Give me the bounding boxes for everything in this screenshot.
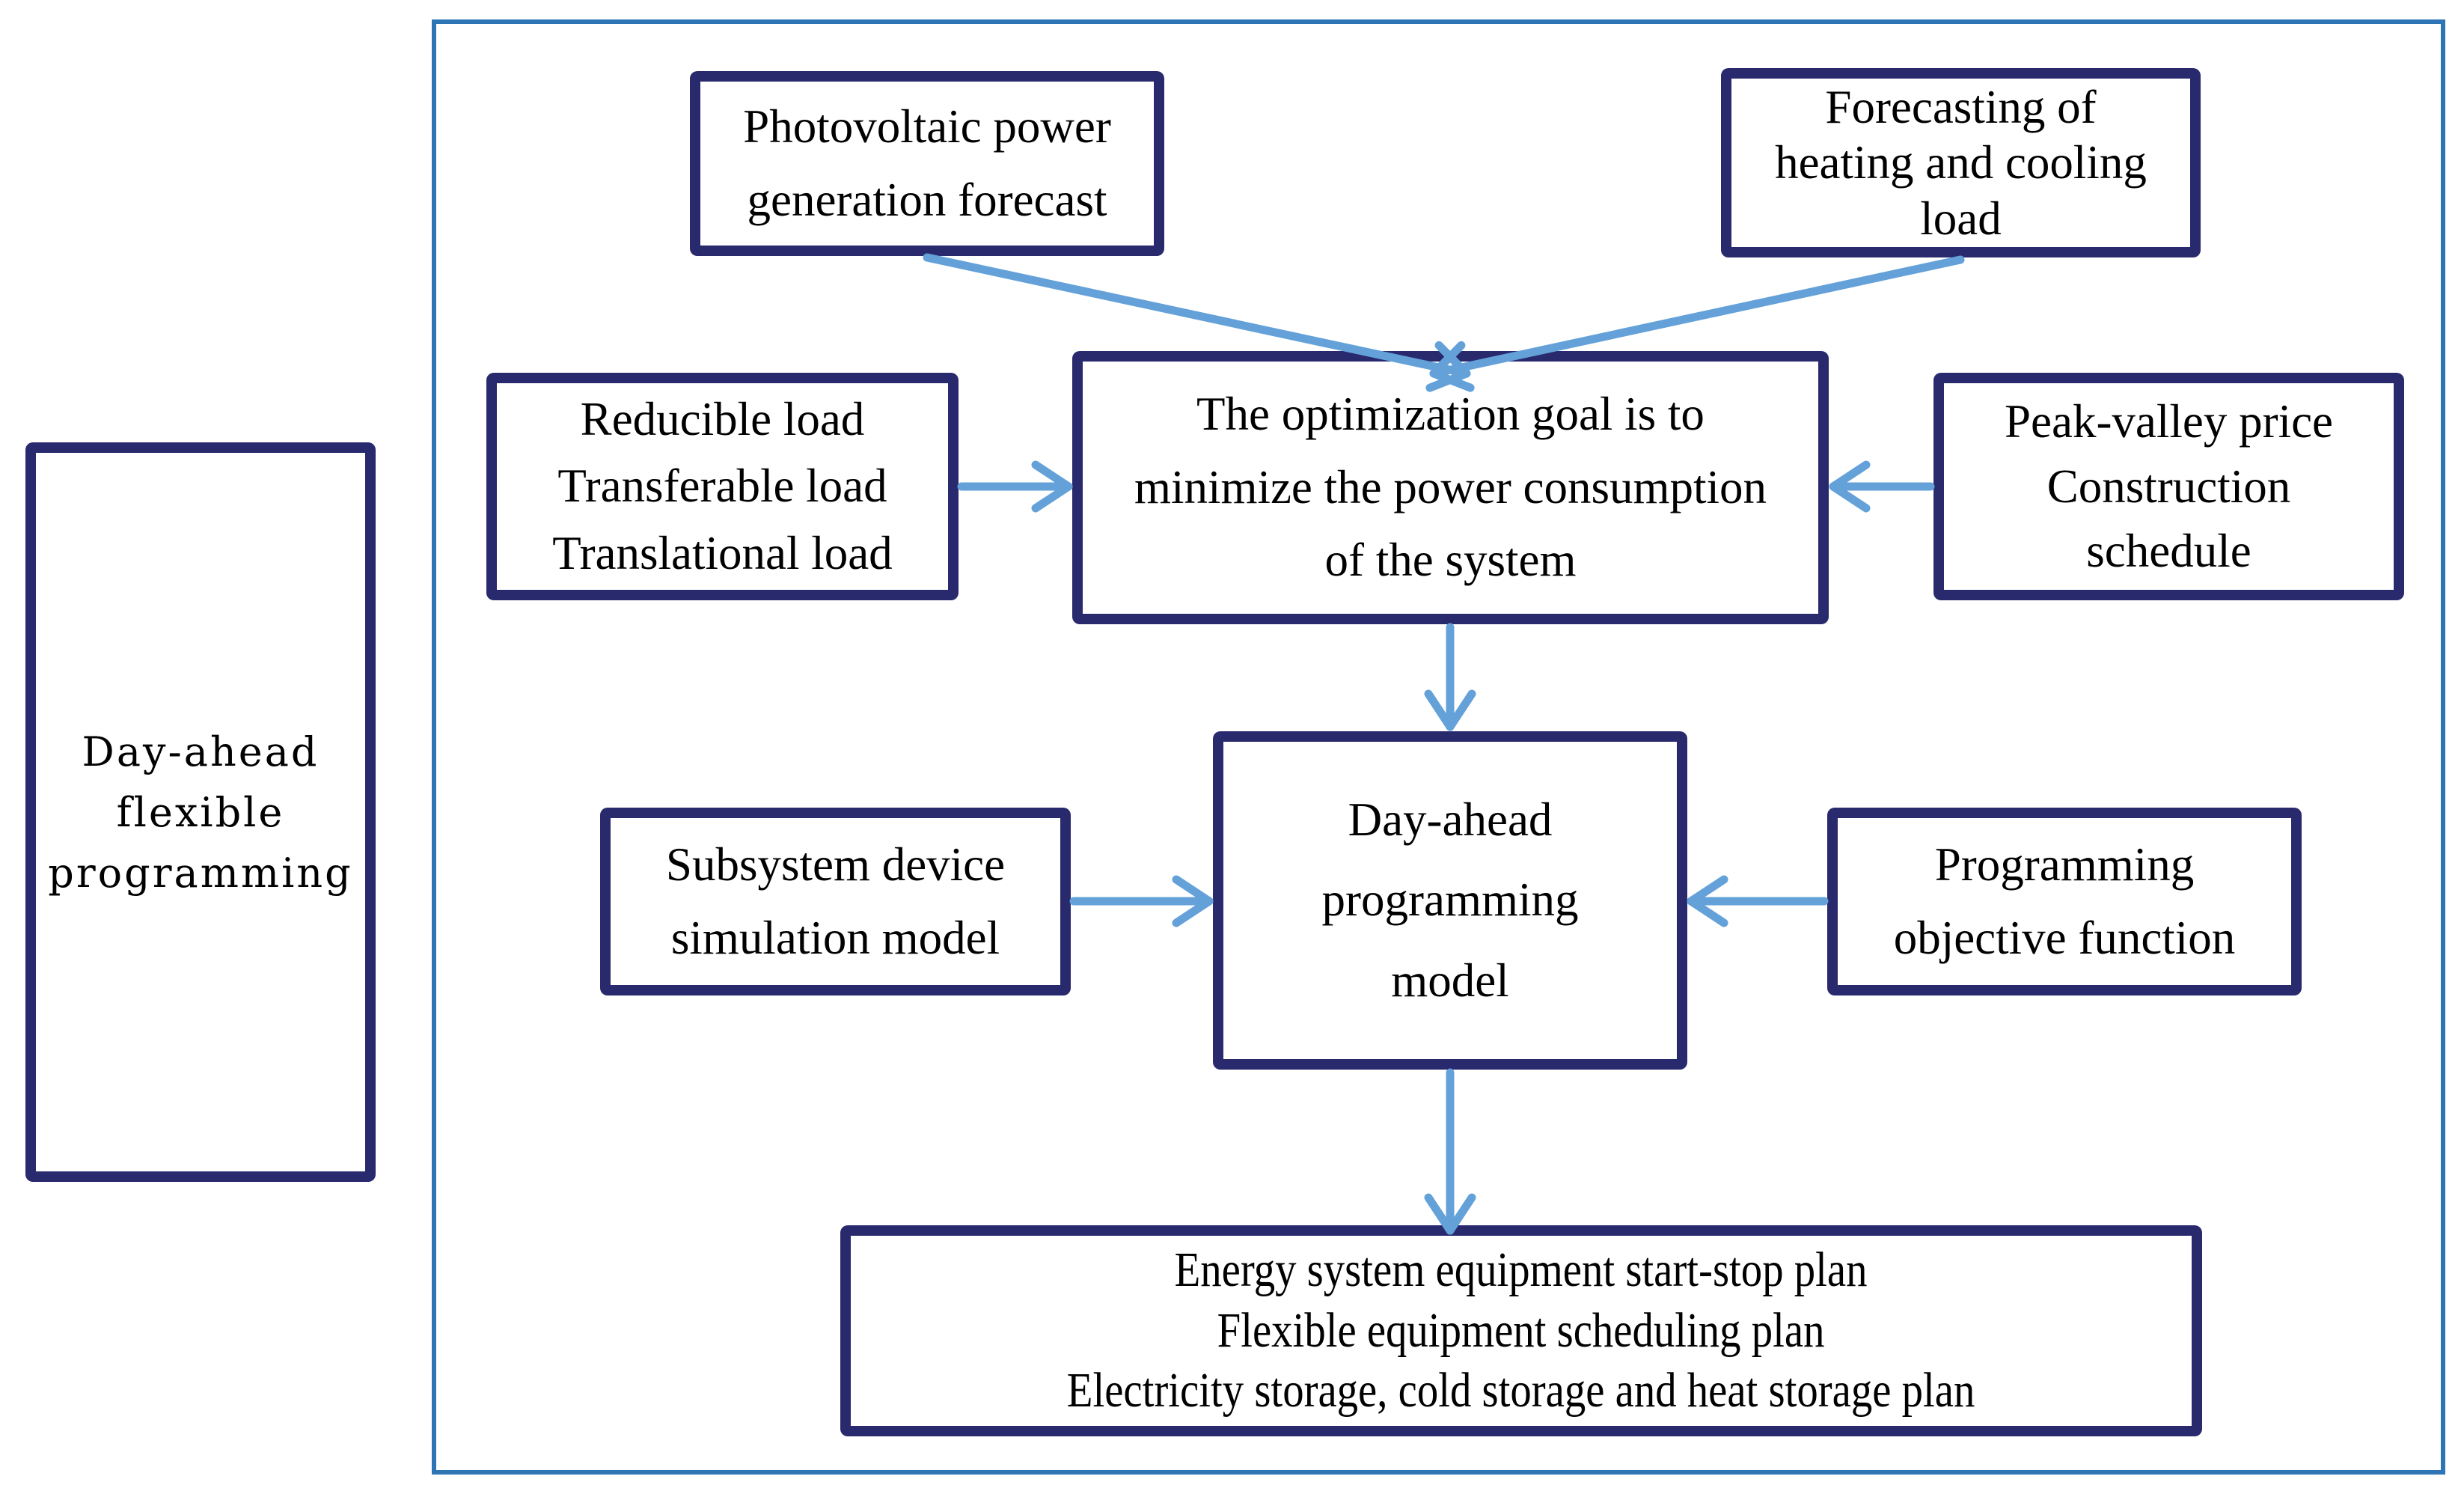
box-flexible-loads: Reducible load Transferable load Transla… bbox=[486, 373, 959, 600]
label-programming-objective-function: Programming objective function bbox=[1893, 838, 2236, 964]
label-day-ahead-flexible-programming: Day-ahead flexible programming bbox=[48, 728, 353, 897]
label-flexible-loads: Reducible load Transferable load Transla… bbox=[552, 392, 893, 579]
box-subsystem-simulation-model: Subsystem device simulation model bbox=[600, 808, 1071, 995]
label-output-plans: Energy system equipment start-stop plan … bbox=[1067, 1242, 1975, 1418]
label-heating-cooling-forecast: Forecasting of heating and cooling load bbox=[1775, 81, 2147, 245]
label-optimization-goal: The optimization goal is to minimize the… bbox=[1134, 388, 1767, 587]
label-subsystem-simulation-model: Subsystem device simulation model bbox=[665, 838, 1006, 964]
box-heating-cooling-forecast: Forecasting of heating and cooling load bbox=[1721, 68, 2201, 257]
label-photovoltaic-forecast: Photovoltaic power generation forecast bbox=[743, 100, 1111, 226]
label-peak-valley-price: Peak-valley price Construction schedule bbox=[2004, 394, 2334, 578]
box-day-ahead-flexible-programming: Day-ahead flexible programming bbox=[25, 442, 376, 1182]
box-peak-valley-price: Peak-valley price Construction schedule bbox=[1933, 373, 2404, 600]
box-optimization-goal: The optimization goal is to minimize the… bbox=[1072, 351, 1829, 624]
label-day-ahead-programming-model: Day-ahead programming model bbox=[1321, 793, 1579, 1007]
box-day-ahead-programming-model: Day-ahead programming model bbox=[1213, 731, 1687, 1070]
flow-frame bbox=[432, 19, 2445, 1475]
box-programming-objective-function: Programming objective function bbox=[1827, 808, 2302, 995]
box-output-plans: Energy system equipment start-stop plan … bbox=[840, 1225, 2202, 1436]
box-photovoltaic-forecast: Photovoltaic power generation forecast bbox=[690, 71, 1164, 256]
